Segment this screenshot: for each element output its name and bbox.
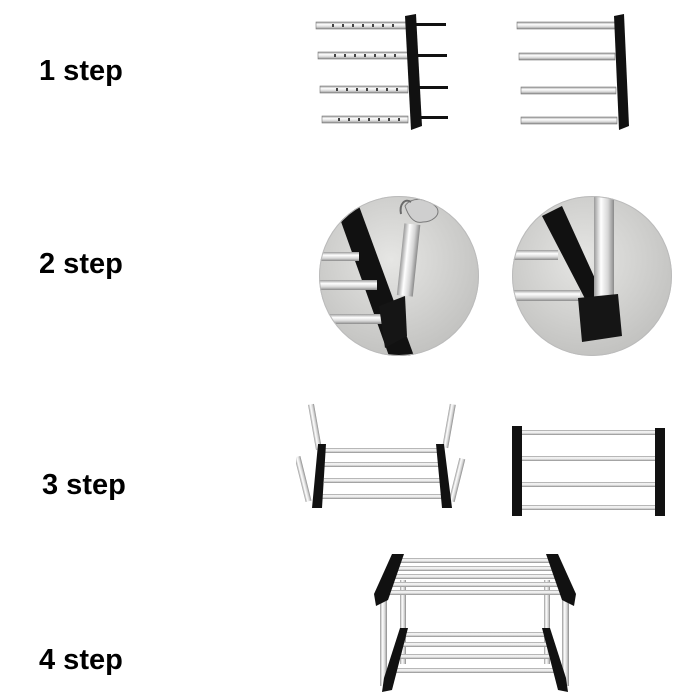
- leg-tube: [296, 455, 312, 503]
- step-1-image-left: [315, 14, 448, 130]
- step-4-image-assembled-rack: [374, 554, 576, 692]
- step-2-image-left: [319, 196, 479, 356]
- black-side-bar: [614, 14, 629, 130]
- tube-with-clips: [317, 51, 409, 60]
- black-connector: [578, 294, 622, 342]
- black-side-bar: [512, 426, 522, 516]
- tube-with-clips: [321, 115, 409, 124]
- leg-tube: [448, 457, 466, 503]
- connector-pins: [416, 23, 448, 119]
- leg-tube: [594, 196, 614, 301]
- step-3-image-right: [512, 426, 665, 516]
- black-side-bar: [436, 444, 452, 508]
- step-3-image-left: [296, 403, 466, 508]
- leg-tube: [308, 403, 322, 451]
- leg-tube: [544, 580, 550, 664]
- tube-with-clips: [319, 85, 409, 94]
- leg-tube: [396, 223, 421, 297]
- step-4-label: 4 step: [39, 644, 123, 676]
- step-3-label: 3 step: [42, 469, 126, 501]
- black-side-bar: [655, 428, 665, 516]
- top-shelf: [374, 554, 576, 606]
- leg-tube: [400, 580, 406, 664]
- leg-tube: [380, 594, 387, 686]
- tube-with-clips: [315, 21, 409, 30]
- black-side-bar: [312, 444, 326, 508]
- step-2-label: 2 step: [39, 248, 123, 280]
- step-1-label: 1 step: [39, 55, 123, 87]
- black-side-bar: [405, 14, 422, 130]
- step-2-image-right: [512, 196, 672, 356]
- bottom-shelf: [382, 628, 568, 692]
- step-1-image-right: [516, 14, 629, 130]
- leg-tube: [562, 594, 569, 686]
- leg-tube: [442, 403, 456, 449]
